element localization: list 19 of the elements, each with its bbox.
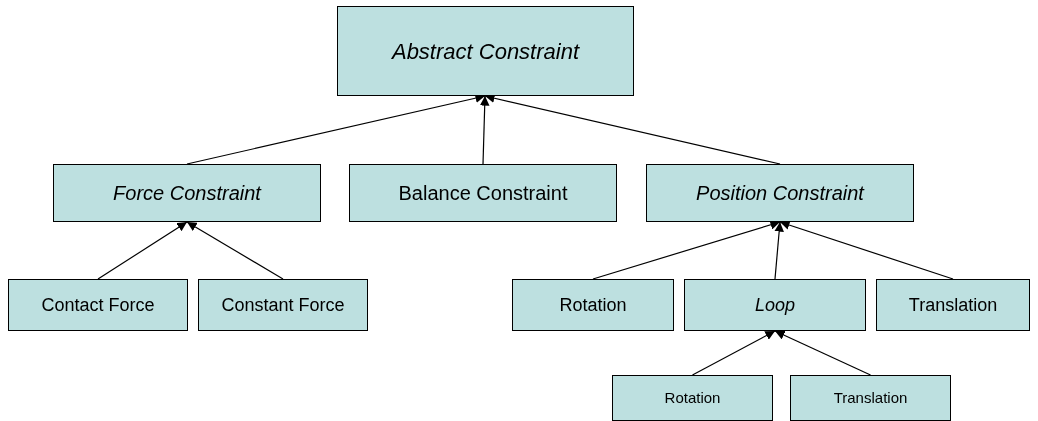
class-box: Loop [684,279,866,331]
class-box: Rotation [612,375,773,421]
class-box: Rotation [512,279,674,331]
arrow [779,220,954,280]
arrow [186,221,284,280]
class-box: Translation [790,375,951,421]
class-box: Force Constraint [53,164,321,222]
arrow [97,221,188,280]
class-box: Balance Constraint [349,164,617,222]
class-box: Abstract Constraint [337,6,634,96]
class-box: Position Constraint [646,164,914,222]
arrow [691,330,776,376]
arrow [774,221,784,280]
class-box: Constant Force [198,279,368,331]
arrow [592,220,781,280]
arrow [479,95,490,165]
class-box: Contact Force [8,279,188,331]
class-box: Translation [876,279,1030,331]
arrow [774,330,872,376]
